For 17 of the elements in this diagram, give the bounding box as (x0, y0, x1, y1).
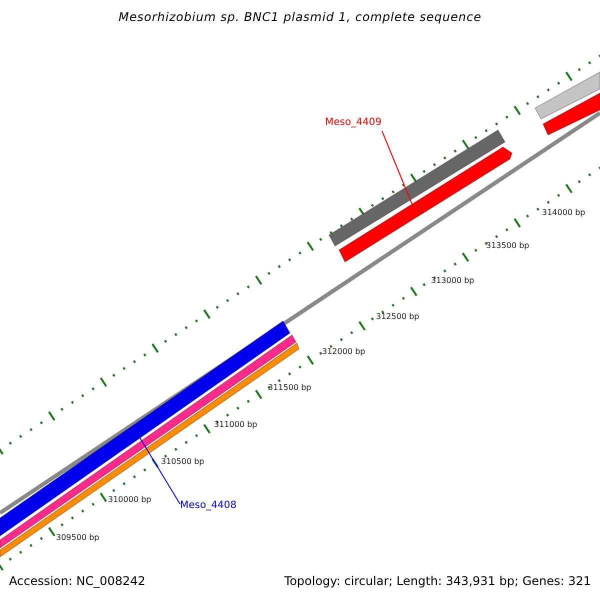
leader-line (140, 438, 180, 504)
tick-label: 310500 bp (161, 457, 204, 467)
tick-label: 312500 bp (376, 312, 420, 322)
gene-label: Meso_4409 (325, 117, 382, 129)
title: Mesorhizobium sp. BNC1 plasmid 1, complete sequence (118, 10, 482, 24)
tick-label: 313500 bp (486, 241, 530, 251)
gene-label: Meso_4408 (180, 500, 237, 512)
tick-label: 312000 bp (322, 347, 366, 357)
tick-label: 311500 bp (268, 383, 312, 393)
tick-label: 313000 bp (431, 276, 474, 286)
tick-label: 309500 bp (56, 533, 100, 543)
sequence-info-text: Topology: circular; Length: 343,931 bp; Genes: 321 (284, 574, 591, 588)
tick-label: 310000 bp (108, 495, 152, 505)
leader-line (382, 130, 412, 204)
tick-label: 314000 bp (542, 208, 586, 218)
accession-text: Accession: NC_008242 (9, 574, 146, 588)
tick-label: 311000 bp (214, 420, 258, 430)
